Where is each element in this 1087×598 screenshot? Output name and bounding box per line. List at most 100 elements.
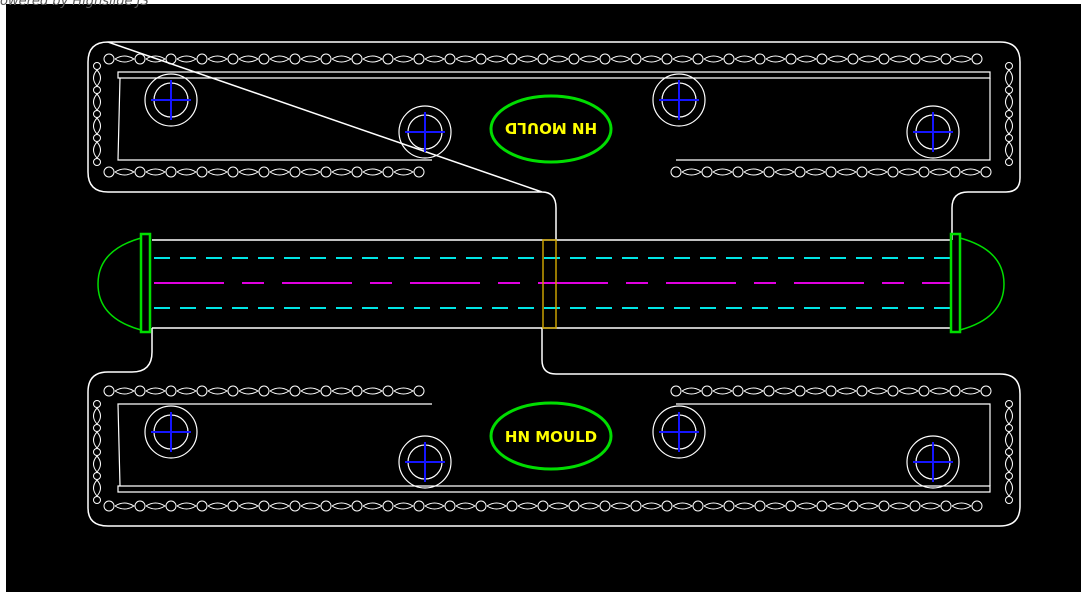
chain-link-icon — [681, 168, 702, 176]
chain-node-icon — [825, 166, 837, 178]
cad-canvas[interactable]: HN MOULD — [6, 4, 1081, 592]
chain-node-icon — [949, 385, 961, 397]
chain-node-icon — [1005, 400, 1013, 408]
chain-link-icon — [805, 387, 826, 395]
chain-node-icon — [134, 385, 146, 397]
right-end-cap — [959, 237, 1005, 331]
chain-node-icon — [1005, 62, 1013, 70]
chain-link-icon — [517, 502, 538, 510]
chain-node-icon — [196, 166, 208, 178]
chain-link-icon — [393, 168, 414, 176]
chain-node-icon — [320, 500, 332, 512]
chain-node-icon — [103, 500, 115, 512]
chain-node-icon — [723, 500, 735, 512]
chain-node-icon — [351, 500, 363, 512]
chain-node-icon — [723, 53, 735, 65]
chain-link-icon — [889, 55, 910, 63]
chain-node-icon — [661, 53, 673, 65]
chain-link-icon — [207, 168, 228, 176]
chain-node-icon — [909, 500, 921, 512]
chain-link-icon — [362, 168, 383, 176]
chain-link-icon — [774, 168, 795, 176]
chain-link-icon — [827, 55, 848, 63]
chain-link-icon — [734, 502, 755, 510]
chain-link-icon — [393, 387, 414, 395]
chain-node-icon — [320, 166, 332, 178]
chain-link-icon — [393, 502, 414, 510]
chain-node-icon — [887, 385, 899, 397]
top-chain-upper — [103, 53, 983, 65]
chain-link-icon — [579, 55, 600, 63]
chain-link-icon — [269, 502, 290, 510]
chain-node-icon — [475, 53, 487, 65]
chain-node-icon — [537, 53, 549, 65]
chain-link-icon — [743, 168, 764, 176]
bottom-label-text: HN MOULD — [505, 428, 597, 446]
chain-link-icon — [796, 55, 817, 63]
chain-node-icon — [785, 500, 797, 512]
chain-node-icon — [165, 385, 177, 397]
chain-node-icon — [258, 166, 270, 178]
chain-link-icon — [424, 502, 445, 510]
chain-node-icon — [134, 500, 146, 512]
top-label-ellipse — [489, 94, 613, 164]
top-plate-outline — [87, 41, 1021, 240]
bolt-outer-ring — [144, 405, 198, 459]
chain-node-icon — [1005, 134, 1013, 142]
chain-link-icon — [207, 55, 228, 63]
chain-node-icon — [93, 158, 101, 166]
chain-link-icon — [827, 502, 848, 510]
chain-link-icon — [836, 387, 857, 395]
bolt-outer-ring — [906, 105, 960, 159]
top-plate-inner — [117, 71, 991, 79]
chain-link-icon — [331, 55, 352, 63]
chain-link-icon — [703, 55, 724, 63]
chain-node-icon — [949, 166, 961, 178]
chain-link-icon — [951, 502, 972, 510]
chain-link-icon — [672, 502, 693, 510]
chain-node-icon — [856, 385, 868, 397]
chain-link-icon — [269, 168, 290, 176]
chain-link-icon — [176, 168, 197, 176]
chain-node-icon — [103, 53, 115, 65]
chain-node-icon — [413, 166, 425, 178]
chain-link-icon — [331, 168, 352, 176]
chain-node-icon — [475, 500, 487, 512]
chain-node-icon — [1005, 424, 1013, 432]
chain-node-icon — [382, 53, 394, 65]
chain-node-icon — [196, 385, 208, 397]
bottom-label-badge: HN MOULD — [489, 401, 613, 471]
chain-link-icon — [300, 502, 321, 510]
chain-node-icon — [847, 53, 859, 65]
chain-node-icon — [816, 500, 828, 512]
chain-node-icon — [1005, 448, 1013, 456]
chain-node-icon — [980, 385, 992, 397]
chain-link-icon — [774, 387, 795, 395]
chain-link-icon — [145, 55, 166, 63]
chain-node-icon — [413, 500, 425, 512]
chain-node-icon — [1005, 86, 1013, 94]
chain-node-icon — [701, 166, 713, 178]
bottom-bolt-holes — [144, 405, 960, 489]
chain-link-icon — [93, 117, 101, 135]
chain-node-icon — [93, 134, 101, 142]
chain-node-icon — [568, 500, 580, 512]
chain-link-icon — [238, 387, 259, 395]
chain-node-icon — [1005, 158, 1013, 166]
chain-link-icon — [703, 502, 724, 510]
chain-link-icon — [93, 141, 101, 159]
chain-node-icon — [93, 86, 101, 94]
chain-node-icon — [754, 53, 766, 65]
highslide-credit[interactable]: owered by Highslide JS — [0, 0, 149, 9]
chain-node-icon — [93, 110, 101, 118]
chain-link-icon — [548, 502, 569, 510]
chain-node-icon — [289, 385, 301, 397]
chain-link-icon — [93, 431, 101, 449]
chain-link-icon — [1005, 141, 1013, 159]
bottom-side-right — [1005, 400, 1013, 504]
chain-node-icon — [940, 500, 952, 512]
chain-link-icon — [889, 502, 910, 510]
chain-node-icon — [320, 385, 332, 397]
chain-link-icon — [765, 502, 786, 510]
chain-link-icon — [1005, 93, 1013, 111]
